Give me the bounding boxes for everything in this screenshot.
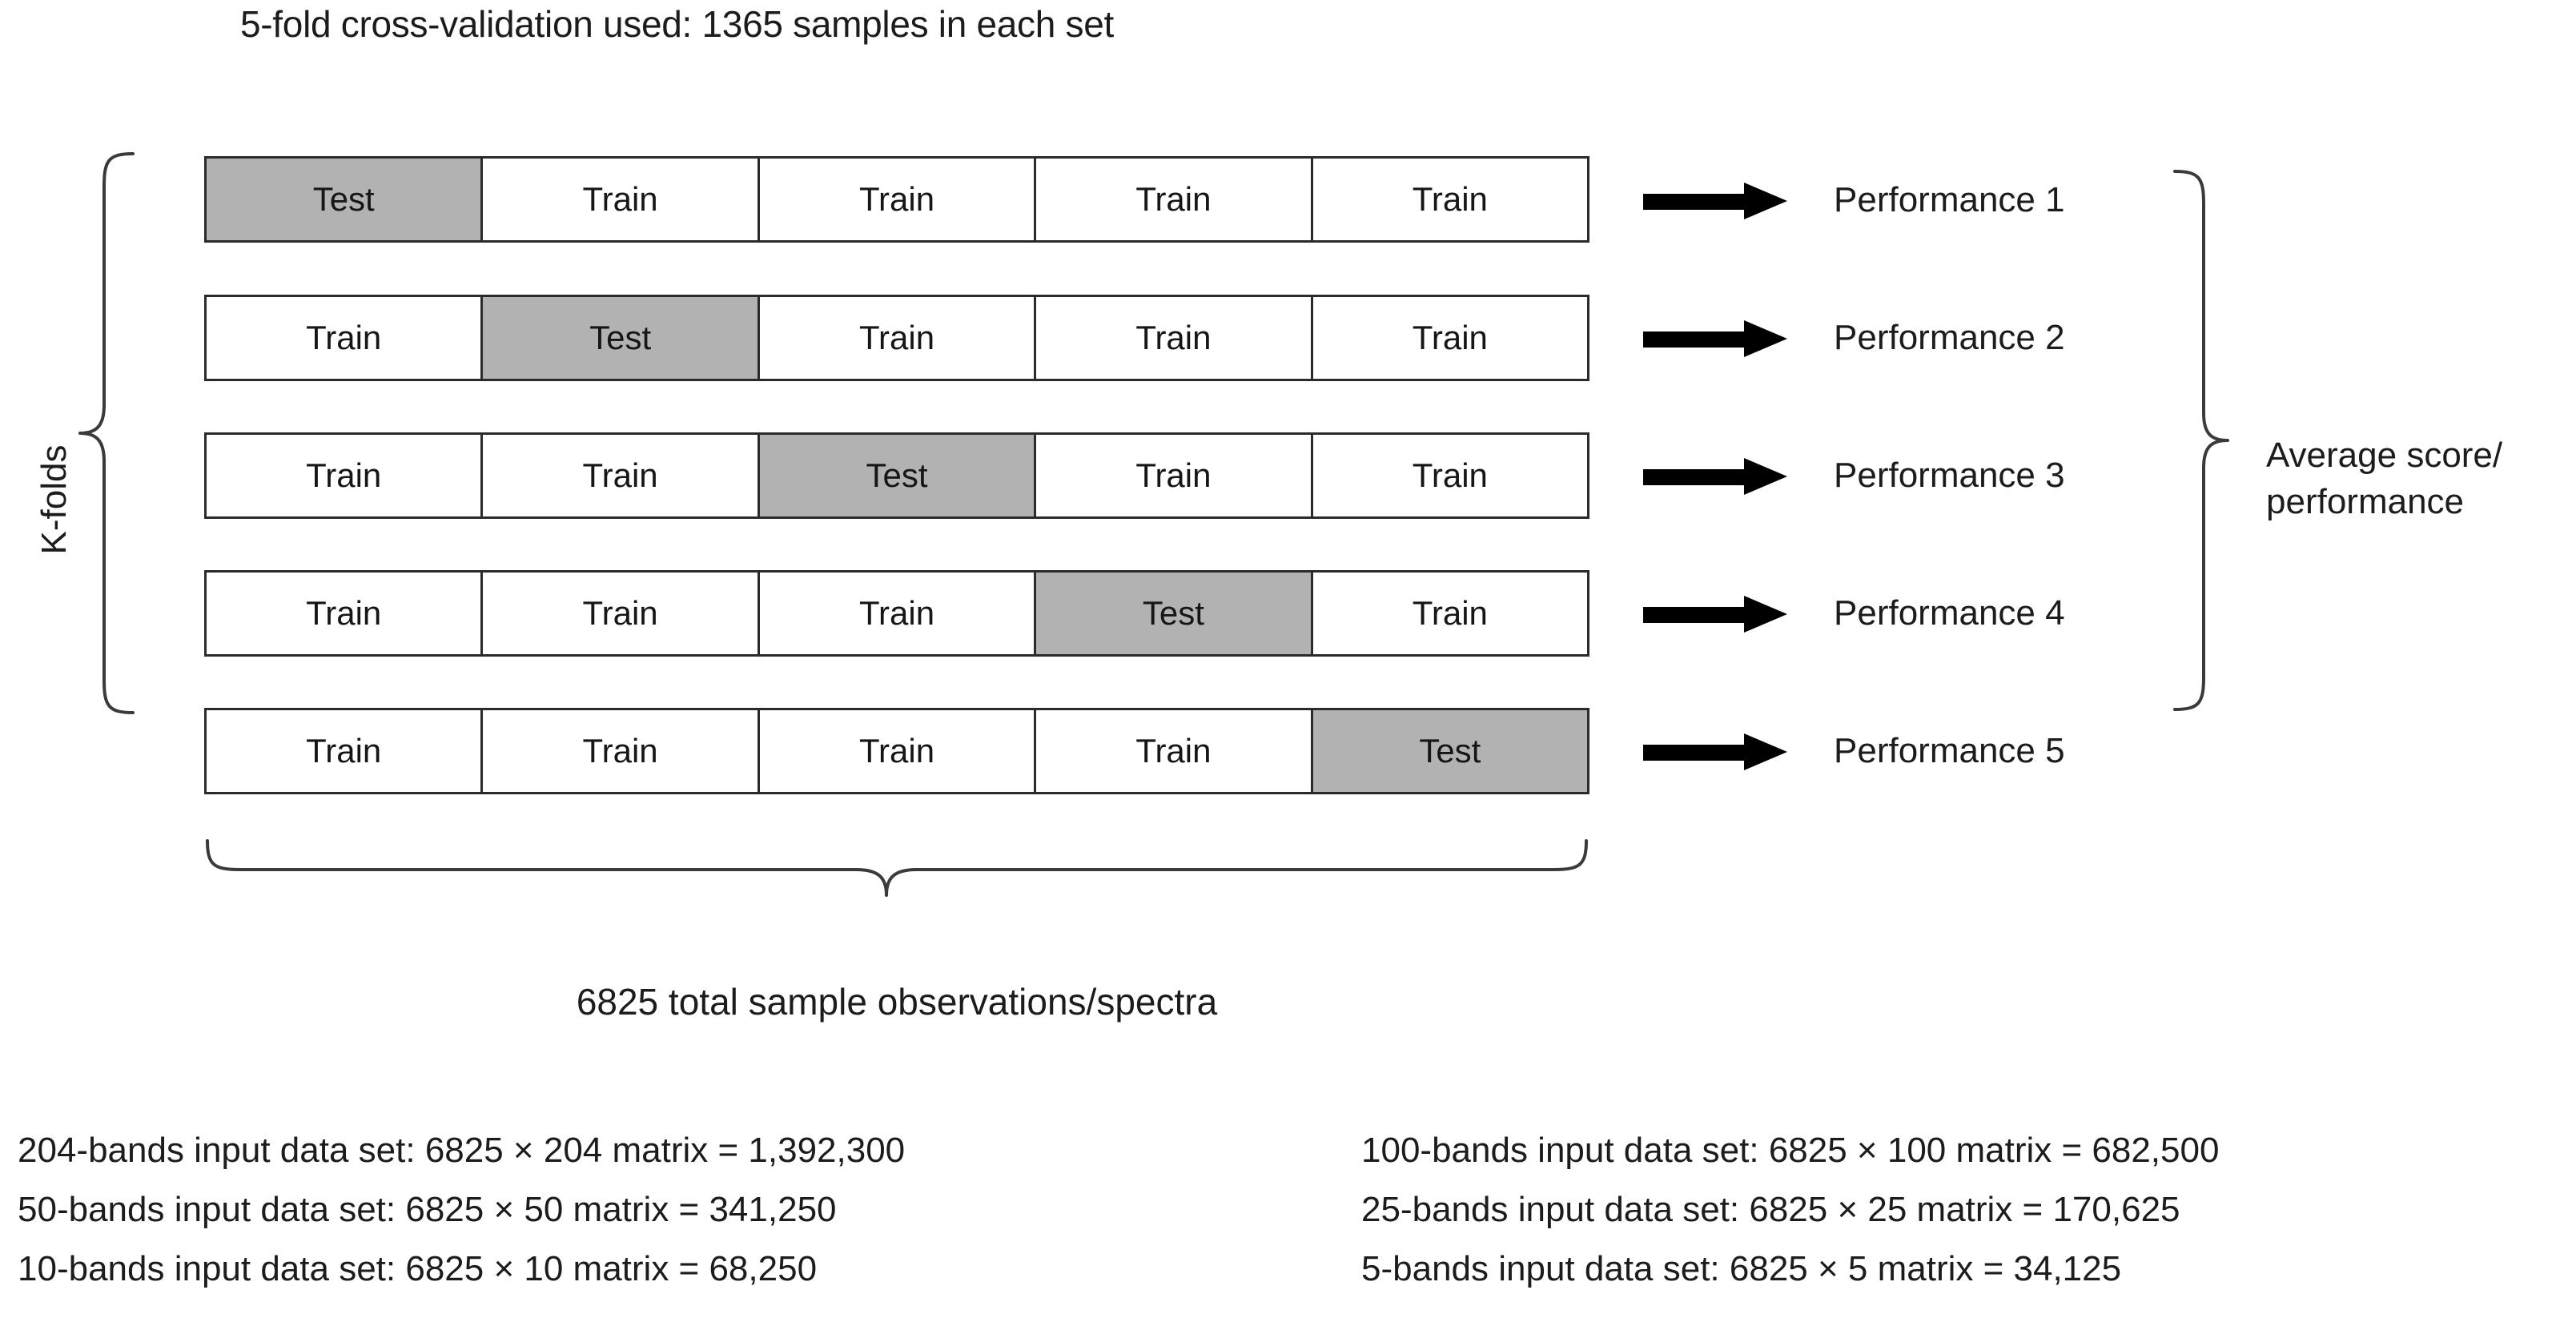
- dataset-line: 5-bands input data set: 6825 × 5 matrix …: [1361, 1249, 2122, 1288]
- average-score-text: Average score/ performance: [2266, 432, 2502, 525]
- arrow-head: [1744, 733, 1787, 770]
- average-score-line1: Average score/: [2266, 436, 2503, 475]
- performance-label: Performance 5: [1834, 731, 2065, 770]
- fold-cell: Train: [204, 708, 481, 794]
- arrow-head: [1744, 458, 1787, 495]
- fold-row: Train Train Train Test Train: [204, 570, 1590, 657]
- fold-cell: Train: [757, 570, 1035, 657]
- fold-cell: Train: [757, 156, 1035, 243]
- fold-cell: Train: [1034, 432, 1311, 519]
- dataset-line: 10-bands input data set: 6825 × 10 matri…: [18, 1249, 818, 1288]
- fold-cell: Train: [1310, 295, 1590, 381]
- kfolds-axis-label: K-folds: [34, 444, 74, 555]
- fold-cell: Train: [1034, 708, 1311, 794]
- dataset-list-right: 100-bands input data set: 6825 × 100 mat…: [1361, 1121, 2219, 1299]
- fold-cell: Train: [1310, 156, 1590, 243]
- fold-cell: Test: [204, 156, 481, 243]
- arrow-shaft: [1643, 469, 1747, 485]
- performance-arrow-icon: [1643, 733, 1792, 770]
- arrow-head: [1744, 320, 1787, 357]
- page-title: 5-fold cross-validation used: 1365 sampl…: [240, 3, 1114, 45]
- average-score-line2: performance: [2266, 482, 2465, 521]
- dataset-line: 100-bands input data set: 6825 × 100 mat…: [1361, 1131, 2220, 1170]
- left-brace: [78, 152, 135, 714]
- performance-label: Performance 4: [1834, 593, 2065, 633]
- fold-row: Train Train Test Train Train: [204, 432, 1590, 519]
- fold-cell: Train: [757, 708, 1035, 794]
- arrow-shaft: [1643, 194, 1747, 210]
- dataset-line: 25-bands input data set: 6825 × 25 matri…: [1361, 1190, 2180, 1229]
- performance-label: Performance 1: [1834, 180, 2065, 219]
- fold-cell: Test: [1310, 708, 1590, 794]
- fold-cell: Train: [204, 295, 481, 381]
- arrow-shaft: [1643, 332, 1747, 348]
- fold-cell: Train: [480, 708, 758, 794]
- fold-cell: Train: [204, 432, 481, 519]
- dataset-line: 204-bands input data set: 6825 × 204 mat…: [18, 1131, 906, 1170]
- fold-cell: Train: [480, 570, 758, 657]
- performance-label: Performance 2: [1834, 318, 2065, 357]
- fold-row: Train Test Train Train Train: [204, 295, 1590, 381]
- arrow-head: [1744, 183, 1787, 219]
- fold-row: Test Train Train Train Train: [204, 156, 1590, 243]
- performance-arrow-icon: [1643, 458, 1792, 495]
- fold-row: Train Train Train Train Test: [204, 708, 1590, 794]
- fold-cell: Test: [480, 295, 758, 381]
- fold-cell: Train: [480, 156, 758, 243]
- dataset-line: 50-bands input data set: 6825 × 50 matri…: [18, 1190, 837, 1229]
- dataset-list-left: 204-bands input data set: 6825 × 204 mat…: [18, 1121, 905, 1299]
- fold-cell: Train: [757, 295, 1035, 381]
- fold-cell: Train: [204, 570, 481, 657]
- fold-cell: Test: [757, 432, 1035, 519]
- bottom-brace: [206, 839, 1588, 897]
- fold-cell: Train: [480, 432, 758, 519]
- right-brace: [2173, 170, 2229, 711]
- fold-cell: Train: [1034, 295, 1311, 381]
- total-observations-caption: 6825 total sample observations/spectra: [576, 981, 1218, 1023]
- fold-cell: Train: [1034, 156, 1311, 243]
- fold-cell: Test: [1034, 570, 1311, 657]
- performance-arrow-icon: [1643, 596, 1792, 633]
- arrow-head: [1744, 596, 1787, 633]
- arrow-shaft: [1643, 745, 1747, 761]
- performance-label: Performance 3: [1834, 456, 2065, 495]
- performance-arrow-icon: [1643, 320, 1792, 357]
- performance-arrow-icon: [1643, 183, 1792, 219]
- fold-cell: Train: [1310, 432, 1590, 519]
- arrow-shaft: [1643, 607, 1747, 623]
- fold-cell: Train: [1310, 570, 1590, 657]
